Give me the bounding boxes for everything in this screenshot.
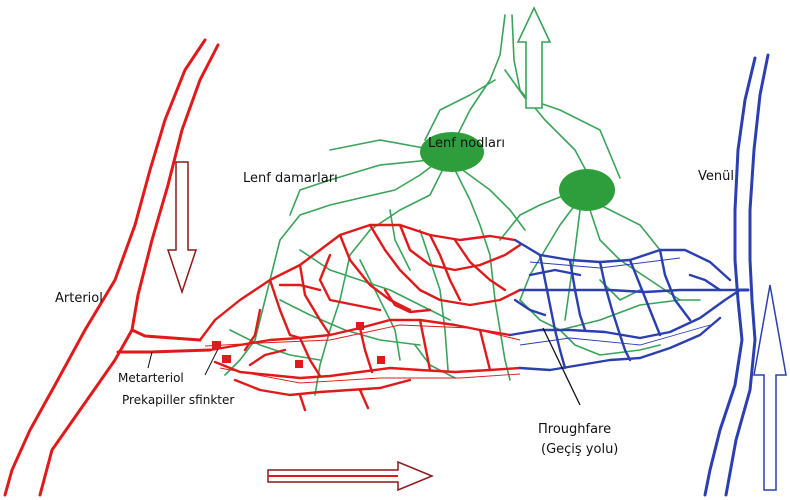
- venule-vessel: [705, 55, 768, 495]
- arteriole-label: Arteriol: [55, 291, 103, 307]
- thoroughfare-label: Πroughfare: [538, 422, 611, 438]
- arterial-inflow-arrow: [168, 162, 196, 292]
- precapillary-sphincter-label: Prekapiller sfinkter: [122, 392, 234, 408]
- venule-label: Venül: [698, 169, 734, 185]
- lymph-node-2: [559, 169, 615, 211]
- lymph-nodes-label: Lenf nodları: [428, 136, 505, 152]
- venous-capillary-network: [510, 240, 740, 370]
- venous-outflow-arrow: [754, 285, 786, 490]
- thoroughfare-translation-label: (Geçiş yolu): [541, 442, 618, 458]
- lymph-vessels-label: Lenf damarları: [243, 171, 338, 187]
- metarteriole-pointer: [148, 352, 152, 368]
- arterial-capillary-network: [200, 225, 520, 410]
- metarteriole-label: Metarteriol: [118, 370, 184, 386]
